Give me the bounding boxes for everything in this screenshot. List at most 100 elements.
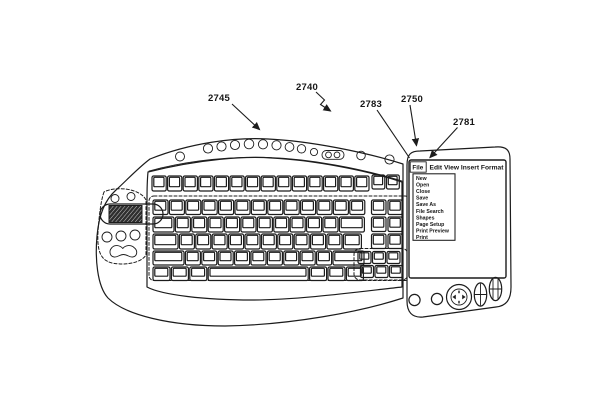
keycap-top [278,176,290,188]
keycap-top [291,217,304,229]
keycap-top [268,251,281,262]
keycap-top [356,176,368,188]
keyboard-key [189,266,208,282]
keyboard-key [322,216,339,233]
scroll-wheel [108,205,143,223]
reference-number: 2783 [360,99,382,110]
keycap-top [279,234,292,246]
keycap-top [153,176,165,188]
shortcut-button [271,140,282,151]
control-button [408,293,421,307]
keyboard-key [300,199,317,216]
file-dropdown-box [412,173,456,241]
keyboard-key [207,216,224,233]
keycap-top [373,175,384,186]
keyboard-key [167,175,183,192]
keycap-top [301,251,314,262]
reference-number: 2745 [208,93,230,104]
media-buttons-row [175,138,395,165]
keycap-top [373,252,384,260]
keycap-top [209,217,222,229]
keyboard-key [198,175,214,192]
keycap-top [197,234,210,246]
keyboard-key [185,199,202,216]
d-pad-control [445,283,473,311]
keycap-top [334,200,347,211]
keycap-top [347,267,362,277]
thumb-button [115,230,127,242]
file-menu-item: New [416,176,428,182]
display-controls [408,276,503,311]
keycap-top [154,200,167,211]
keycap-top [344,234,360,246]
keyboard-key [332,250,365,266]
keyboard-key [310,233,327,250]
keycap-top [329,267,344,277]
keycap-top [225,217,238,229]
keyboard-key [151,175,167,192]
keycap-top [154,267,169,277]
file-menu-item: Print Preview [416,228,450,234]
shortcut-button [229,139,241,151]
menu-bar-items: Edit View Insert Format [430,165,505,172]
shortcut-button [243,138,255,150]
reference-number: 2750 [401,94,423,105]
keyboard-key [299,250,316,266]
cursor-key-cluster [357,250,404,279]
thumb-button [126,192,136,201]
leader-line-2740 [315,91,332,112]
d-pad-left-arrow [452,294,456,300]
control-button [430,292,444,306]
keyboard-key [195,233,212,250]
keycap-top [180,234,193,246]
file-menu-box [409,161,427,173]
keycap-top [242,217,255,229]
keyboard-key [170,266,189,282]
keycap-top [309,176,321,188]
keycap-top [295,234,308,246]
keyboard-key [218,199,235,216]
media-button [333,151,341,159]
keycap-top [235,251,248,262]
keyboard-key [201,199,218,216]
leader-line-2781 [429,127,458,159]
keyboard-key [152,199,169,216]
keycap-top [387,175,398,186]
keyboard-key [359,264,375,279]
keyboard-key [201,250,218,266]
keyboard-key [283,250,300,266]
keycap-top [262,176,274,188]
keycap-top [172,267,187,277]
keyboard-key [211,233,228,250]
keyboard-key [283,199,300,216]
keyboard-key [184,250,201,266]
keycap-top [215,176,227,188]
keyboard-key [168,199,185,216]
keycap-top [246,176,259,188]
d-pad-inner-ring [450,288,468,306]
keycap-top [262,234,275,246]
keyboard-key [327,266,346,282]
keyboard-key [267,199,284,216]
keyboard-key [182,175,198,192]
leader-line-2783 [376,109,410,159]
keycap-top [285,200,298,211]
shortcut-button [384,154,395,165]
shortcut-button [216,141,227,152]
keyboard-key [152,250,185,266]
keycap-top [170,200,183,211]
keycap-top [186,251,199,262]
keyboard-key [354,175,370,192]
keycap-top [209,267,307,277]
keycap-top [154,217,173,229]
keyboard-key [387,216,404,233]
keyboard-key [174,216,191,233]
keyboard-key [338,175,355,192]
function-key-row [151,174,400,192]
keyboard-key [387,199,404,216]
keyboard-key [224,216,241,233]
keycap-top [318,200,331,211]
keyboard-key [370,199,387,216]
keyboard-key [229,175,245,192]
